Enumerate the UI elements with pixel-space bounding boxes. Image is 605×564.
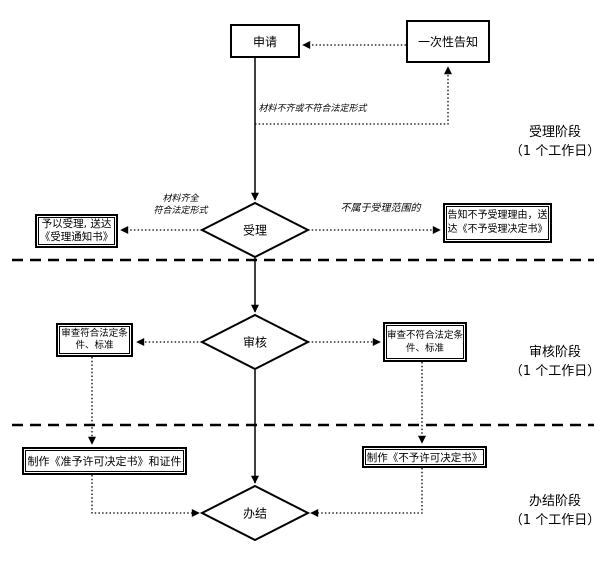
review-pass-box-inner: 审查符合法定条 件、标准 <box>59 326 130 354</box>
review-fail-line2: 件、标准 <box>405 343 444 354</box>
stage-1-label: 受理阶段 （1 个工作日） <box>505 123 605 161</box>
stage-1-name: 受理阶段 <box>528 125 581 140</box>
accept-notice-box: 予以受理, 送达 《受理通知书》 <box>35 214 118 248</box>
edge-make-permit-to-finish <box>91 475 200 517</box>
materials-complete-label: 材料齐全 符合法定形式 <box>133 194 228 217</box>
reject-notice-line2: 达《不予受理决定书》 <box>447 224 548 235</box>
edge-make-denial-to-finish <box>310 468 423 517</box>
stage-3-name: 办结阶段 <box>528 494 581 509</box>
make-denial-box-inner: 制作《不予许可决定书》 <box>365 449 484 465</box>
review-pass-line1: 审查符合法定条 <box>61 328 128 339</box>
stage-1-duration: （1 个工作日） <box>509 144 601 159</box>
finish-diamond-label: 办结 <box>242 506 268 521</box>
stage-2-duration: （1 个工作日） <box>509 364 601 379</box>
review-fail-box-inner: 审查不符合法定条 件、标准 <box>386 325 464 359</box>
one-time-notice-box: 一次性告知 <box>406 20 490 63</box>
reject-notice-box: 告知不予受理理由，送 达《不予受理决定书》 <box>443 203 552 243</box>
review-fail-line1: 审查不符合法定条 <box>387 330 464 341</box>
materials-incomplete-label: 材料不齐或不符合法定形式 <box>258 104 367 114</box>
review-pass-line2: 件、标准 <box>75 340 114 351</box>
stage-3-duration: （1 个工作日） <box>509 513 601 528</box>
review-diamond-label: 审核 <box>242 335 268 350</box>
accept-diamond <box>199 201 311 259</box>
materials-complete-line1: 材料齐全 <box>162 194 199 204</box>
materials-complete-line2: 符合法定形式 <box>153 205 208 216</box>
stage-3-label: 办结阶段 （1 个工作日） <box>505 492 605 530</box>
accept-notice-box-inner: 予以受理, 送达 《受理通知书》 <box>38 217 115 245</box>
make-permit-box: 制作《准予许可决定书》和证件 <box>22 447 187 475</box>
stage-2-label: 审核阶段 （1 个工作日） <box>505 343 605 381</box>
apply-box: 申请 <box>230 24 300 58</box>
stage-2-name: 审核阶段 <box>528 345 581 360</box>
make-permit-box-inner: 制作《准予许可决定书》和证件 <box>25 450 184 472</box>
reject-notice-box-inner: 告知不予受理理由，送 达《不予受理决定书》 <box>446 206 549 240</box>
accept-notice-line1: 予以受理, 送达 <box>41 218 112 230</box>
make-denial-label: 制作《不予许可决定书》 <box>366 451 483 464</box>
edge-incomplete-to-notice <box>255 66 452 125</box>
accept-diamond-label: 受理 <box>242 223 268 238</box>
one-time-notice-label: 一次性告知 <box>417 35 478 49</box>
finish-diamond <box>199 484 311 542</box>
review-diamond <box>199 313 311 371</box>
review-fail-box: 审查不符合法定条 件、标准 <box>383 322 467 362</box>
review-pass-box: 审查符合法定条 件、标准 <box>56 323 133 357</box>
out-of-scope-label: 不属于受理范围的 <box>340 203 421 214</box>
make-permit-label: 制作《准予许可决定书》和证件 <box>27 455 182 468</box>
apply-label: 申请 <box>252 34 277 49</box>
reject-notice-line1: 告知不予受理理由，送 <box>447 210 548 221</box>
make-denial-box: 制作《不予许可决定书》 <box>362 446 487 468</box>
accept-notice-line2: 《受理通知书》 <box>39 231 114 243</box>
